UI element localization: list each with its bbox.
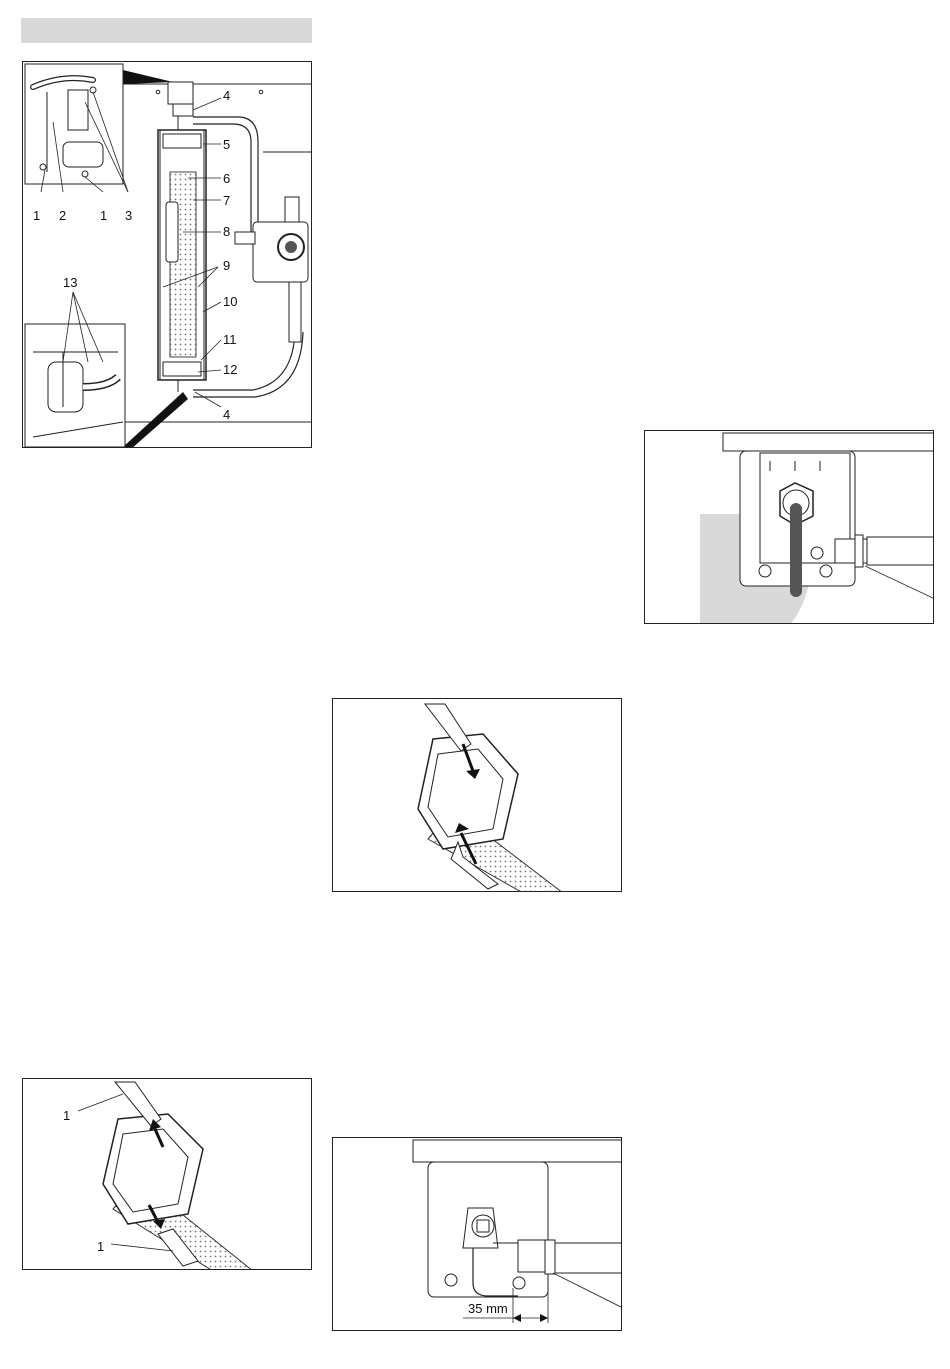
callout-2: 2 [59, 209, 66, 222]
callout-5: 5 [223, 138, 230, 151]
callout-1-bottom: 1 [97, 1240, 104, 1253]
callout-8: 8 [223, 225, 230, 238]
callout-3: 3 [125, 209, 132, 222]
filter-insert-drawing [333, 699, 622, 892]
callout-1-left: 1 [33, 209, 40, 222]
callout-10: 10 [223, 295, 237, 308]
callout-7: 7 [223, 194, 230, 207]
figure-hose-connection-angle [644, 430, 934, 624]
callout-1-top: 1 [63, 1109, 70, 1122]
callout-6: 6 [223, 172, 230, 185]
callout-9: 9 [223, 259, 230, 272]
dimension-label: 35 mm [468, 1302, 508, 1315]
hose-connection-drawing [645, 431, 934, 624]
callout-12: 12 [223, 363, 237, 376]
figure-filter-cartridge-insert [332, 698, 622, 892]
callout-4-bottom: 4 [223, 408, 230, 421]
section-header-bar [21, 18, 312, 43]
callout-13: 13 [63, 276, 77, 289]
callout-4-top: 4 [223, 89, 230, 102]
figure-filter-cartridge-remove: 1 1 [22, 1078, 312, 1270]
figure-hose-clamp-distance: 35 mm [332, 1137, 622, 1331]
filter-assembly-drawing [23, 62, 312, 448]
figure-filter-assembly: 4 5 6 7 8 9 10 11 12 4 1 2 1 3 13 [22, 61, 312, 448]
callout-1-right: 1 [100, 209, 107, 222]
callout-11: 11 [223, 333, 237, 346]
